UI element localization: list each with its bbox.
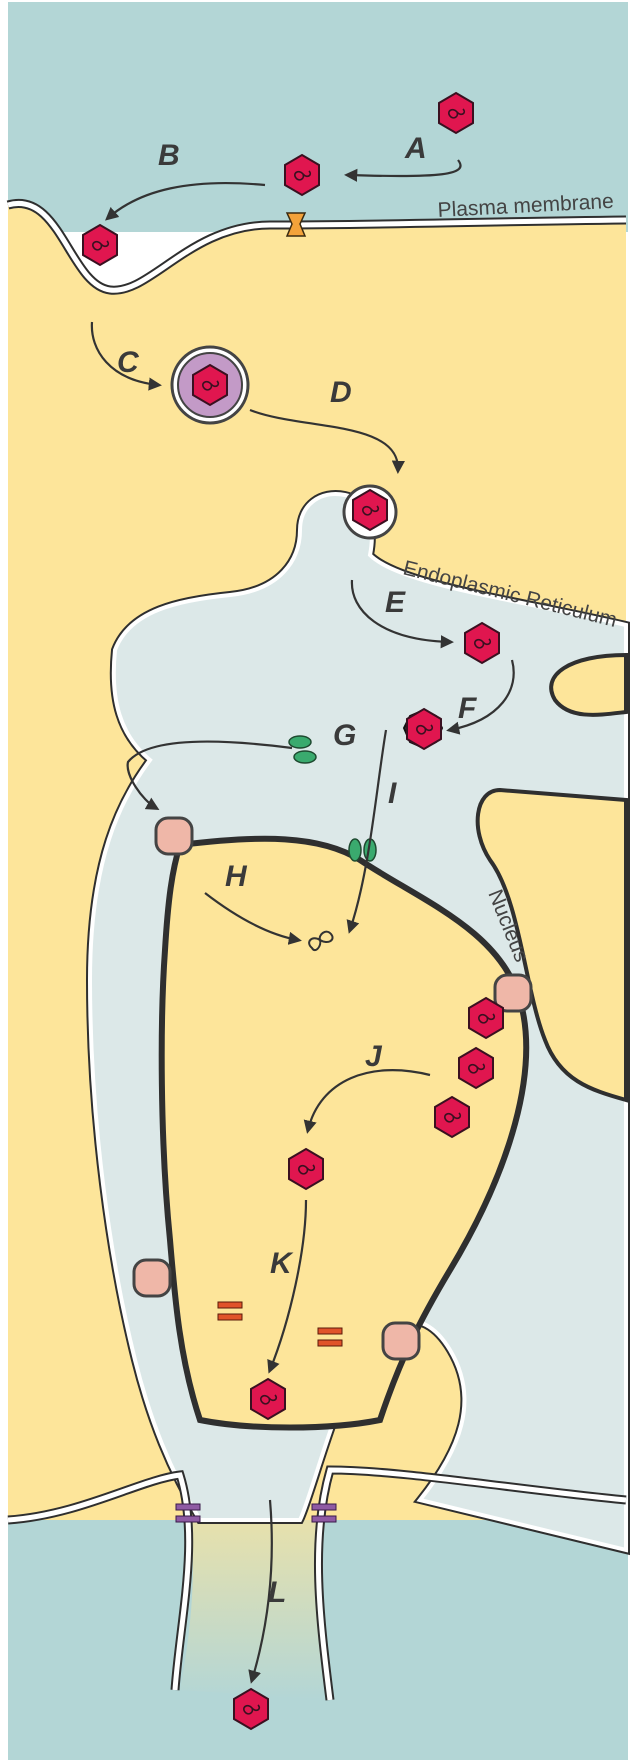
nuclear-pore-icon [156, 818, 192, 854]
nuclear-pore-icon [134, 1260, 170, 1296]
step-label-k: K [270, 1247, 294, 1280]
virion-icon [289, 1149, 323, 1189]
virion-icon [465, 623, 499, 663]
step-label-i: I [388, 777, 397, 810]
virion-icon [251, 1379, 285, 1419]
step-label-h: H [225, 860, 248, 893]
virion-icon [353, 490, 387, 530]
step-label-a: A [404, 132, 427, 165]
step-label-l: L [268, 1576, 286, 1609]
step-label-d: D [330, 376, 352, 409]
virion-icon [469, 998, 503, 1038]
virion-icon [234, 1689, 268, 1729]
step-label-c: C [117, 346, 140, 379]
step-label-e: E [385, 586, 406, 619]
virion-icon [285, 155, 319, 195]
nuclear-pore-icon [383, 1323, 419, 1359]
step-label-g: G [333, 719, 356, 752]
virion-icon [459, 1048, 493, 1088]
virion-icon [193, 365, 227, 405]
virion-icon [435, 1097, 469, 1137]
virion-icon [83, 225, 117, 265]
step-label-b: B [158, 139, 180, 172]
virion-icon [439, 93, 473, 133]
step-label-f: F [458, 692, 477, 725]
step-label-j: J [365, 1040, 383, 1073]
